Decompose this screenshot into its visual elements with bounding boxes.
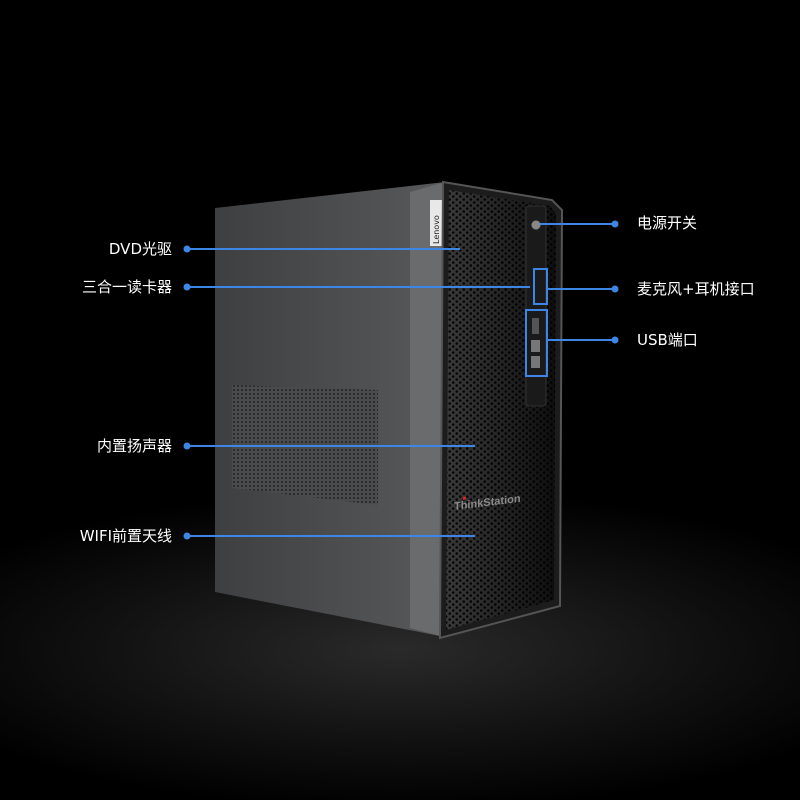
power-button [530, 219, 542, 231]
label-speaker: 内置扬声器 [96, 437, 172, 455]
label-dvd-drive: DVD光驱 [108, 240, 172, 258]
label-card-reader: 三合一读卡器 [81, 278, 172, 296]
label-wifi-antenna: WIFI前置天线 [79, 527, 172, 545]
label-usb-ports: USB端口 [637, 331, 698, 349]
svg-text:Lenovo: Lenovo [432, 215, 441, 244]
label-power-switch: 电源开关 [637, 214, 698, 232]
lenovo-logo [430, 200, 442, 246]
callout-lines [187, 223, 615, 537]
label-audio-jack: 麦克风+耳机接口 [637, 280, 755, 298]
callout-dots [183, 220, 619, 540]
front-edge-strip [410, 182, 445, 636]
